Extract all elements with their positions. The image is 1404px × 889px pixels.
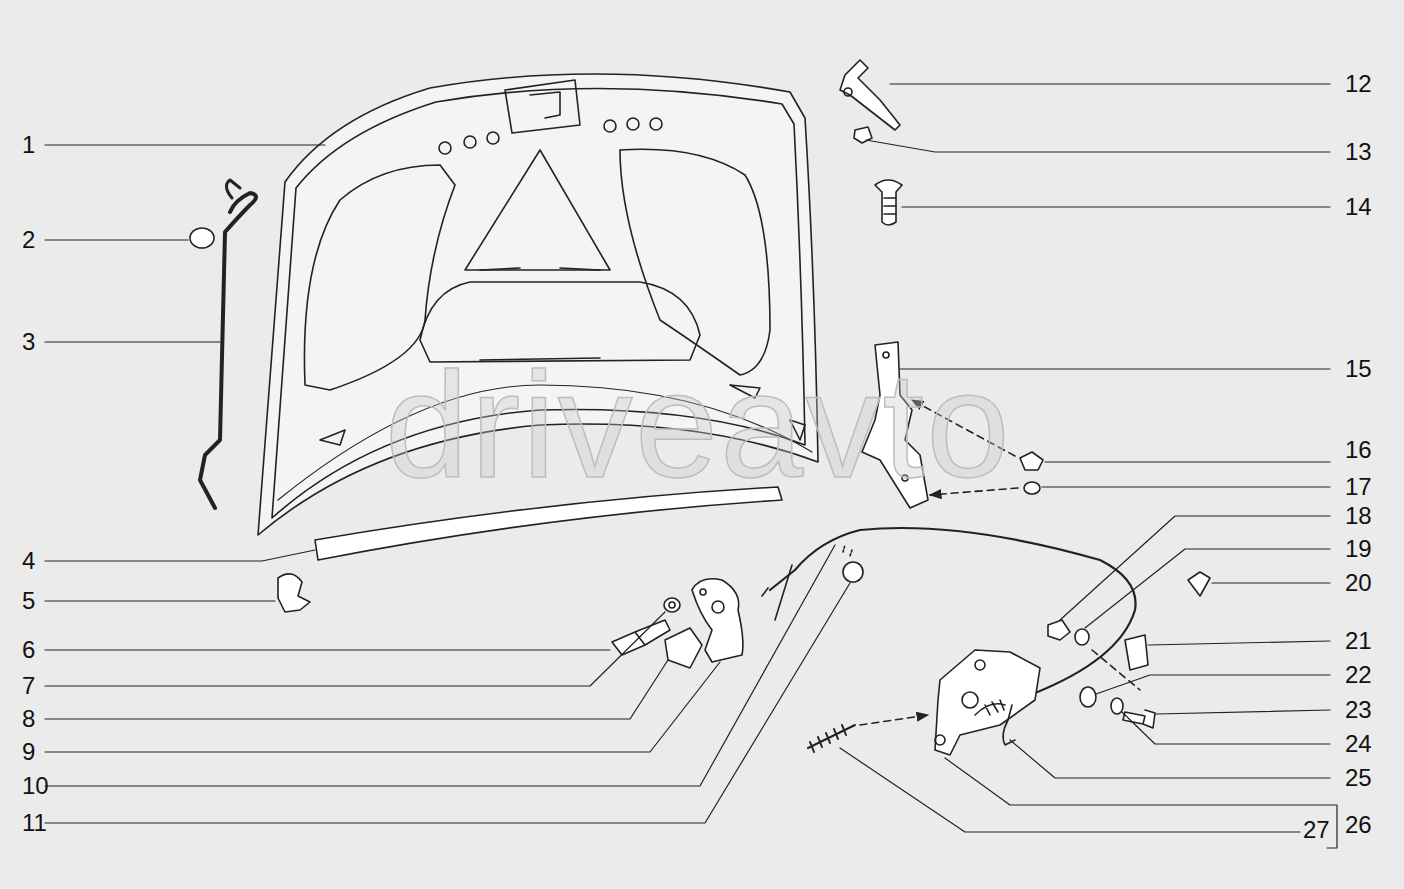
plate — [1125, 635, 1148, 670]
callout-number: 27 — [1303, 816, 1330, 844]
callout-number: 1 — [22, 131, 35, 159]
callout-number: 10 — [22, 772, 49, 800]
callout-number: 14 — [1345, 193, 1372, 221]
callout-number: 5 — [22, 587, 35, 615]
bumper — [190, 228, 214, 248]
nut — [1048, 620, 1070, 640]
callout-number: 23 — [1345, 696, 1372, 724]
callout-number: 20 — [1345, 569, 1372, 597]
callout-number: 11 — [22, 809, 47, 837]
callout-number: 9 — [22, 738, 35, 766]
callout-number: 19 — [1345, 535, 1372, 563]
callout-number: 12 — [1345, 70, 1372, 98]
callout-number: 22 — [1345, 661, 1372, 689]
callout-number: 8 — [22, 705, 35, 733]
hinge — [840, 60, 900, 130]
callout-number: 15 — [1345, 355, 1372, 383]
watermark: driveavto — [385, 345, 1012, 505]
callout-number: 18 — [1345, 502, 1372, 530]
callout-number: 24 — [1345, 730, 1372, 758]
callout-number: 3 — [22, 328, 35, 356]
callout-number: 17 — [1345, 473, 1372, 501]
hood-lock — [935, 650, 1040, 755]
callout-number: 25 — [1345, 764, 1372, 792]
leader-lines — [45, 84, 1337, 848]
nut — [1020, 452, 1043, 470]
grommet — [843, 562, 863, 582]
buffer — [875, 180, 902, 225]
callout-number: 2 — [22, 226, 35, 254]
spring — [808, 725, 855, 752]
callout-number: 26 — [1345, 811, 1372, 839]
bolt — [1123, 710, 1155, 728]
clip — [278, 574, 310, 612]
callout-number: 4 — [22, 547, 35, 575]
wire — [1003, 705, 1015, 745]
bolt — [612, 620, 670, 655]
callout-number: 16 — [1345, 436, 1372, 464]
callout-number: 13 — [1345, 138, 1372, 166]
clip — [1188, 572, 1210, 596]
callout-number: 21 — [1345, 627, 1372, 655]
callout-number: 6 — [22, 636, 35, 664]
callout-number: 7 — [22, 672, 35, 700]
